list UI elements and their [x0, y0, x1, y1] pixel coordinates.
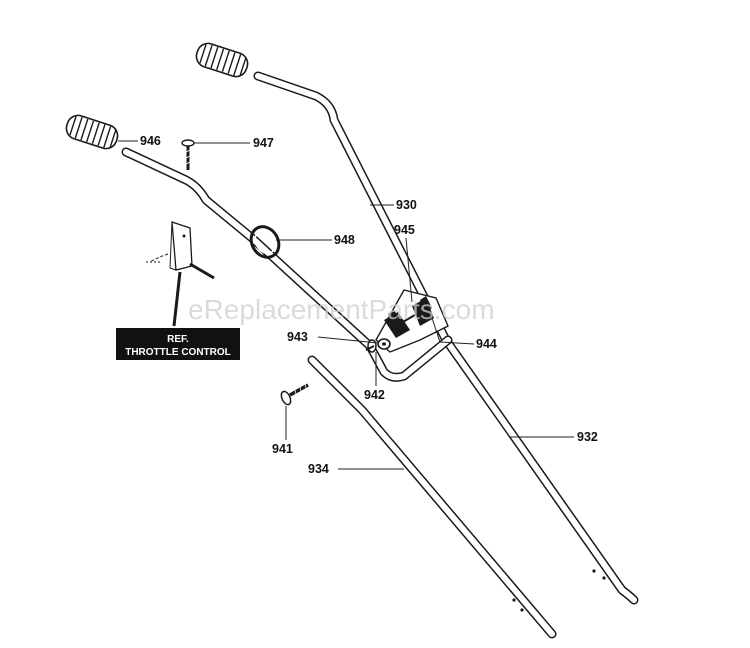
reference-label: REF. THROTTLE CONTROL	[116, 328, 240, 360]
label-948: 948	[334, 233, 355, 247]
label-943: 943	[287, 330, 308, 344]
label-945: 945	[394, 223, 415, 237]
upper-grip[interactable]	[194, 41, 251, 80]
leader-lines	[118, 140, 574, 470]
label-942: 942	[364, 388, 385, 402]
label-930: 930	[396, 198, 417, 212]
upper-handle-930[interactable]	[253, 71, 639, 605]
washer-943[interactable]	[377, 338, 391, 350]
clip-948[interactable]	[246, 222, 285, 263]
throttle-control[interactable]	[146, 221, 215, 327]
label-932: 932	[577, 430, 598, 444]
bolt-941[interactable]	[279, 383, 309, 406]
reference-label-line2: THROTTLE CONTROL	[125, 347, 231, 358]
watermark: eReplacementParts.com	[188, 294, 495, 325]
label-944: 944	[476, 337, 497, 351]
label-934: 934	[308, 462, 329, 476]
left-grip[interactable]	[64, 113, 121, 152]
knob-944[interactable]	[412, 296, 434, 326]
bracket-assembly[interactable]	[375, 289, 449, 353]
lower-leg-934[interactable]	[307, 355, 557, 639]
label-947: 947	[253, 136, 274, 150]
screw-947[interactable]	[181, 139, 195, 170]
reference-label-line1: REF.	[167, 334, 189, 345]
part-labels: 946 947 930 945 948 943 944 942 941 932 …	[140, 134, 598, 476]
label-941: 941	[272, 442, 293, 456]
label-946: 946	[140, 134, 161, 148]
left-handle[interactable]	[121, 147, 453, 382]
leg-end-holes	[512, 569, 606, 612]
